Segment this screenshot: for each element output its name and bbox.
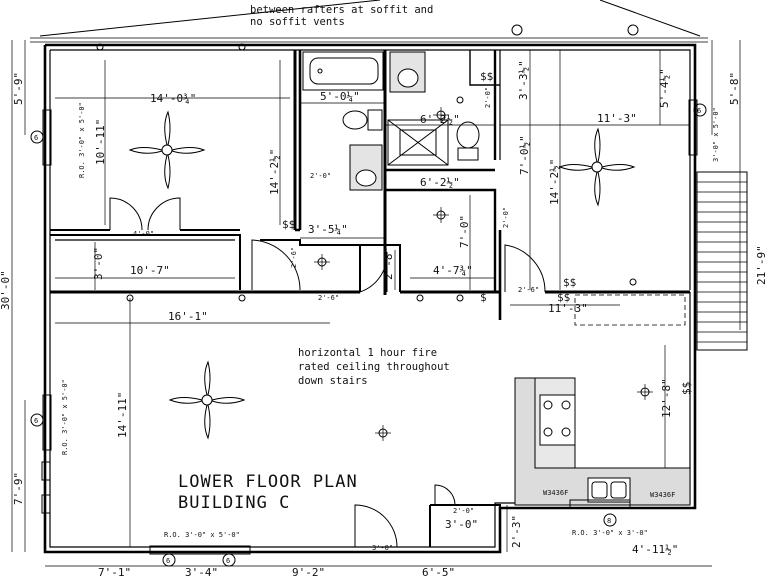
window-labels: R.O. 3'-0" x 5'-0" R.O. 3'-0" x 5'-0" R.…	[34, 102, 720, 565]
dim-door-2-6-c: 2'-6"	[518, 286, 539, 294]
ceiling-fan-2	[558, 127, 636, 207]
ro-bottom-left: R.O. 3'-0" x 5'-0"	[164, 531, 240, 539]
window-tag-bottom-1: 6	[166, 557, 170, 565]
note-fire-3: down stairs	[298, 375, 368, 387]
dim-closet-opening: 4'-0"	[133, 230, 154, 238]
note-fire-2: rated ceiling throughout	[298, 361, 450, 373]
dim-living-width: 16'-1"	[168, 310, 208, 323]
dim-bath-width: 5'-0¼"	[320, 90, 360, 103]
smoke-symbol-3: $$	[563, 276, 576, 289]
dim-bottom-2: 3'-4"	[185, 566, 218, 576]
appliance-labels: W3436F W3436F	[543, 489, 675, 499]
dim-entry-depth: 2'-3"	[510, 515, 523, 548]
plan-title: LOWER FLOOR PLAN BUILDING C	[178, 472, 358, 513]
dim-closet-depth: 3'-0"	[92, 247, 105, 280]
note-top-1: between rafters at soffit and	[250, 4, 433, 16]
window-tag-left-upper: 6	[34, 134, 38, 142]
window-tag-right: 6	[697, 107, 701, 115]
ceiling-fan-1	[128, 110, 206, 190]
dim-left-upper: 5'-9"	[12, 72, 25, 105]
ro-bottom-right: R.O. 3'-0" x 3'-0"	[572, 529, 648, 537]
smoke-symbol-2: $$	[480, 70, 493, 83]
dim-right-upper: 5'-8"	[728, 72, 741, 105]
roof-outline	[30, 0, 708, 43]
dim-door-2-0-c: 2'-0"	[502, 207, 510, 228]
toilet-1	[342, 109, 383, 131]
dim-bottom-3: 9'-2"	[292, 566, 325, 576]
dim-bottom-5: 4'-11½"	[632, 543, 678, 556]
dim-vanity-width: 6'-2½"	[420, 113, 460, 126]
dim-door-2-6-b: 2'-6"	[318, 294, 339, 302]
dim-bedroom2-upper: 5'-4½"	[658, 68, 671, 108]
dim-right-total: 21'-9"	[755, 245, 768, 285]
dim-laundry-width: 4'-7¾"	[433, 264, 473, 277]
dim-pantry-depth: 3'-3½"	[517, 60, 530, 100]
ro-left-upper: R.O. 3'-0" x 5'-0"	[78, 102, 86, 178]
window-tag-bottom-2: 6	[226, 557, 230, 565]
shower	[387, 119, 449, 166]
switch-symbol-1: $	[480, 291, 487, 304]
ro-left-lower: R.O. 3'-0" x 5'-0"	[61, 379, 69, 455]
dim-bedroom1-depth: 10'-11"	[94, 119, 107, 165]
dim-door-2-0-a: 2'-0"	[310, 172, 331, 180]
note-fire-1: horizontal 1 hour fire	[298, 347, 437, 359]
dim-bedroom2-depth-a: 7'-0½"	[518, 135, 531, 175]
dim-hall-width: 3'-5¼"	[308, 223, 348, 236]
electrical-symbols: $$ $$ $$ $$ $$ $	[282, 70, 693, 395]
dim-closet2-depth: 2'-8"	[382, 247, 395, 280]
note-top-2: no soffit vents	[250, 16, 345, 28]
dim-closet-width: 10'-7"	[130, 264, 170, 277]
dim-bottom-4: 6'-5"	[422, 566, 455, 576]
window-tag-bottom-right: 8	[607, 517, 611, 525]
dim-entry-width: 3'-0"	[445, 518, 478, 531]
stairs	[696, 171, 748, 351]
dim-bedroom2-width-b: 11'-3"	[548, 302, 588, 315]
dim-bottom-1: 7'-1"	[98, 566, 131, 576]
vanity-1	[349, 144, 383, 191]
dim-hall-depth: 14'-2½"	[268, 149, 281, 195]
dim-left-total: 30'-0"	[0, 270, 12, 310]
dim-kitchen-depth: 12'-8"	[660, 378, 673, 418]
window-tag-left-lower: 6	[34, 417, 38, 425]
dim-door-3-0: 3'-0"	[372, 544, 393, 552]
vanity-2	[389, 51, 426, 93]
dimension-lines	[11, 40, 741, 567]
dim-living-depth: 14'-11"	[116, 392, 129, 438]
dim-laundry-depth: 7'-0"	[458, 215, 471, 248]
ro-right: 3'-0" x 5'-0"	[712, 107, 720, 162]
light-fixtures	[96, 24, 653, 441]
dim-entry-door: 2'-0"	[453, 507, 474, 515]
smoke-symbol-4: $$	[557, 291, 570, 304]
doors	[109, 197, 546, 548]
dim-door-2-0-b: 2'-0"	[484, 87, 492, 108]
dim-door-2-6-a: 2'-6"	[290, 247, 298, 268]
range-label: W3436F	[650, 491, 675, 499]
dim-bedroom2-width: 11'-3"	[597, 112, 637, 125]
kitchen-counters	[514, 377, 691, 506]
dim-bedroom2-depth-b: 14'-2½"	[548, 159, 561, 205]
dimension-labels: 14'-0¾" 5'-0¼" 10'-11" 14'-2½" 4'-0" 10'…	[0, 60, 768, 576]
bathtub	[302, 51, 384, 91]
upper-cabinet-dashed	[574, 294, 686, 326]
dim-bedroom1-width: 14'-0¾"	[150, 92, 196, 105]
window-tags	[30, 103, 707, 567]
dishwasher-label: W3436F	[543, 489, 568, 497]
dim-shower-width: 6'-2½"	[420, 176, 460, 189]
dim-left-lower: 7'-9"	[12, 472, 25, 505]
smoke-symbol-1: $$	[282, 218, 295, 231]
smoke-symbol-5: $$	[680, 382, 693, 395]
title-line-1: LOWER FLOOR PLAN	[178, 472, 358, 492]
ceiling-fan-3	[168, 360, 246, 440]
notes: between rafters at soffit and no soffit …	[250, 4, 450, 387]
title-line-2: BUILDING C	[178, 493, 290, 513]
toilet-2	[456, 121, 480, 161]
